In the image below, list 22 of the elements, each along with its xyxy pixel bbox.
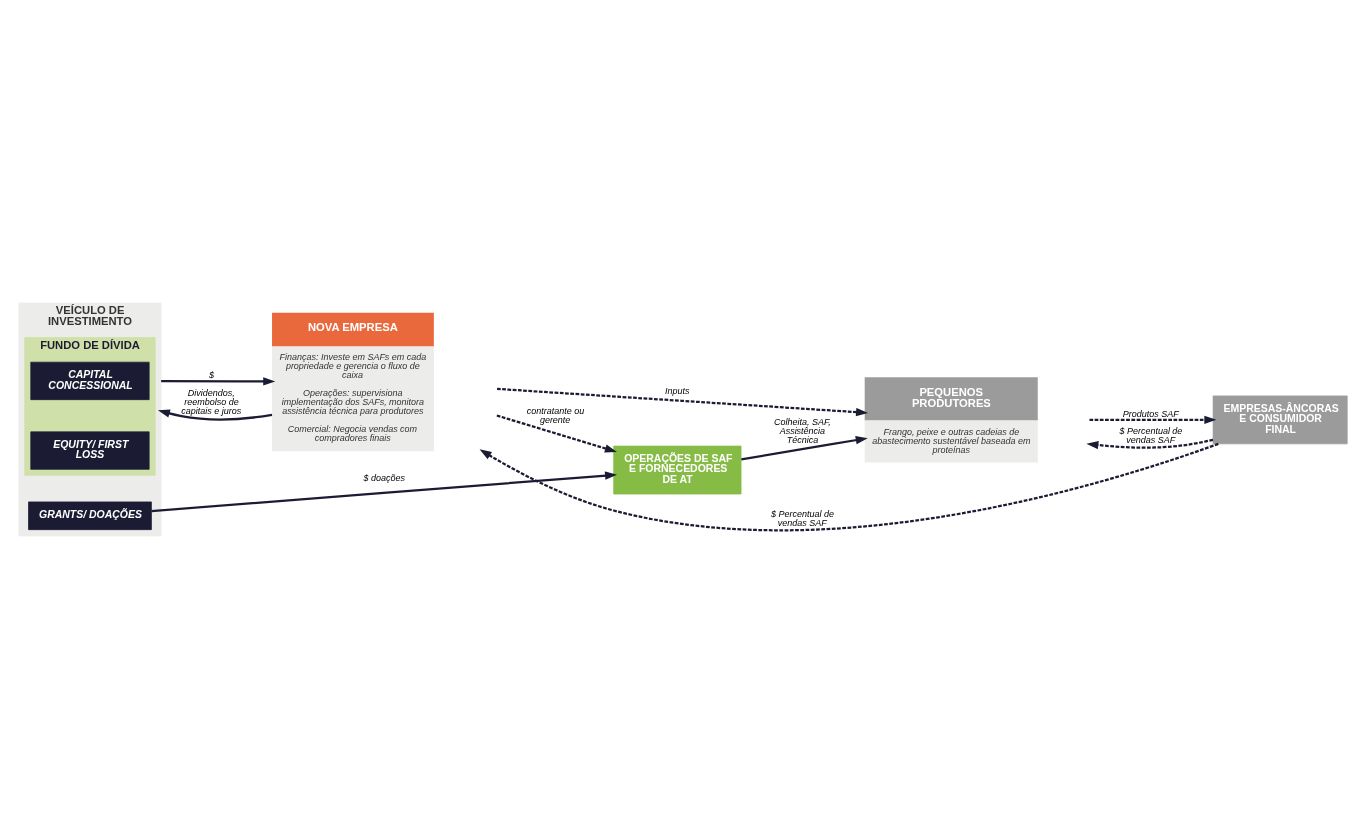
edge-label: $ (209, 369, 215, 380)
node-box: EQUITY/ FIRST LOSS (30, 431, 150, 470)
edge-label: Colheita, SAF, Assistência Técnica (774, 416, 831, 445)
arrow (157, 408, 273, 421)
arrow (1089, 415, 1217, 424)
arrow (496, 387, 869, 416)
edge-label: contratante ou gerente (526, 405, 585, 425)
edge-label: Inputs (665, 385, 690, 396)
edge-label: $ Percentual de vendas SAF (771, 508, 834, 528)
arrow (161, 376, 276, 386)
arrow (741, 435, 868, 461)
node-box: EMPRESAS-ÂNCORAS E CONSUMIDOR FINAL (1212, 395, 1348, 444)
arrow (496, 413, 617, 452)
node-box: GRANTS/ DOAÇÕES (28, 501, 152, 530)
node-box: CAPITAL CONCESSIONAL (30, 361, 150, 400)
node-box: OPERAÇÕES DE SAF E FORNECEDORES DE AT (613, 445, 742, 494)
arrow (151, 470, 618, 512)
arrow (1086, 438, 1214, 449)
edge-label: $ Percentual de vendas SAF (1119, 425, 1183, 445)
edge-label: Dividendos, reembolso de capitais e juros (181, 387, 242, 416)
edge-label: Produtos SAF (1122, 408, 1179, 419)
edge-label: $ doações (363, 472, 405, 483)
